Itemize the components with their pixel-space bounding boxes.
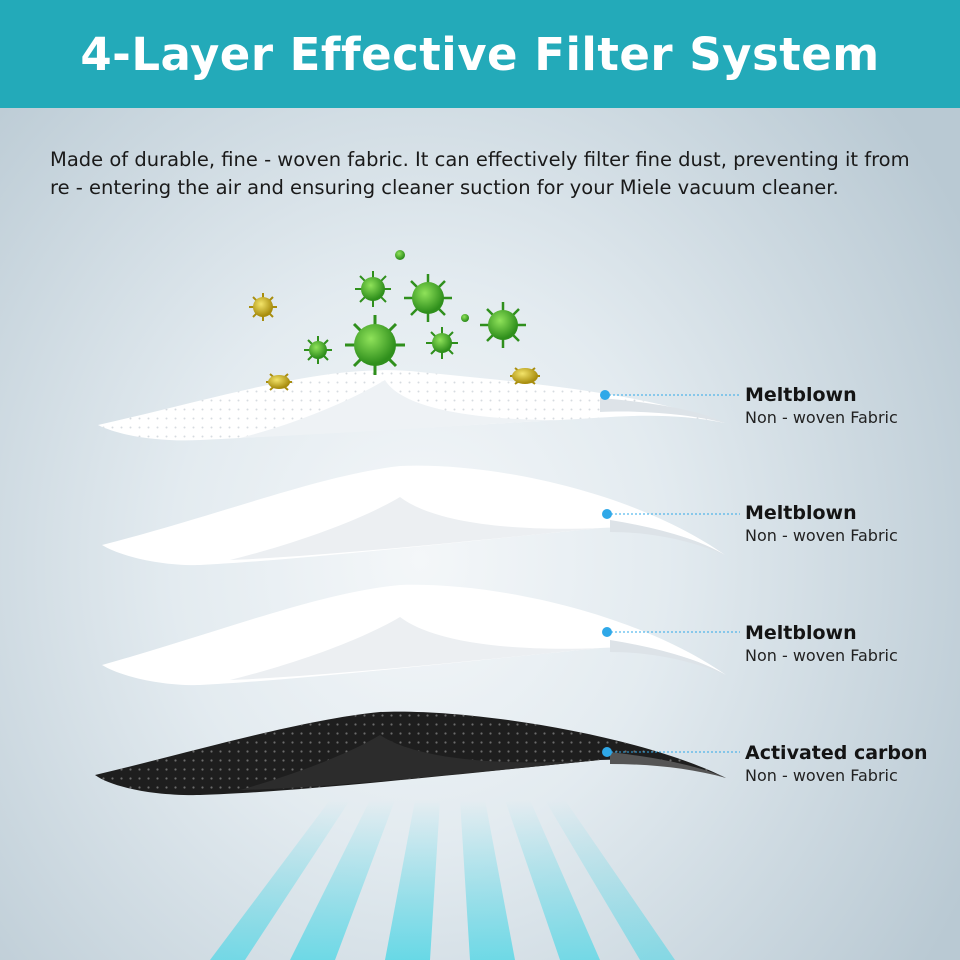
layer-material: Non - woven Fabric xyxy=(745,526,898,545)
germ-icon xyxy=(355,271,391,307)
layer-label-1: Meltblown Non - woven Fabric xyxy=(745,383,898,429)
product-description: Made of durable, fine - woven fabric. It… xyxy=(50,148,910,199)
germ-icon xyxy=(461,314,469,322)
marker-dot xyxy=(602,747,612,757)
germ-icon xyxy=(395,250,405,260)
germ-icon xyxy=(266,373,292,391)
marker-dot xyxy=(602,509,612,519)
layer-name: Activated carbon xyxy=(745,742,928,764)
layer-label-3: Meltblown Non - woven Fabric xyxy=(745,621,898,667)
germs xyxy=(249,250,540,391)
page-title: 4-Layer Effective Filter System xyxy=(80,27,880,81)
layer-markers xyxy=(600,390,740,757)
layer-name: Meltblown xyxy=(745,502,857,524)
marker-dot xyxy=(602,627,612,637)
germ-icon xyxy=(345,315,405,375)
marker-dot xyxy=(600,390,610,400)
germ-icon xyxy=(426,327,458,359)
filter-layer-2 xyxy=(102,465,725,566)
layer-label-4: Activated carbon Non - woven Fabric xyxy=(745,741,928,787)
germ-icon xyxy=(249,293,277,321)
filter-layer-1 xyxy=(98,370,725,441)
layer-material: Non - woven Fabric xyxy=(745,766,898,785)
filter-layer-4 xyxy=(95,711,726,796)
germ-icon xyxy=(480,302,526,348)
layer-material: Non - woven Fabric xyxy=(745,408,898,427)
layer-material: Non - woven Fabric xyxy=(745,646,898,665)
title-banner: 4-Layer Effective Filter System xyxy=(0,0,960,108)
layer-label-2: Meltblown Non - woven Fabric xyxy=(745,501,898,547)
germ-icon xyxy=(510,367,540,385)
layer-name: Meltblown xyxy=(745,384,857,406)
layer-name: Meltblown xyxy=(745,622,857,644)
filter-layer-3 xyxy=(102,584,726,686)
germ-icon xyxy=(404,274,452,322)
germ-icon xyxy=(304,336,332,364)
airflow-rays xyxy=(210,800,675,960)
